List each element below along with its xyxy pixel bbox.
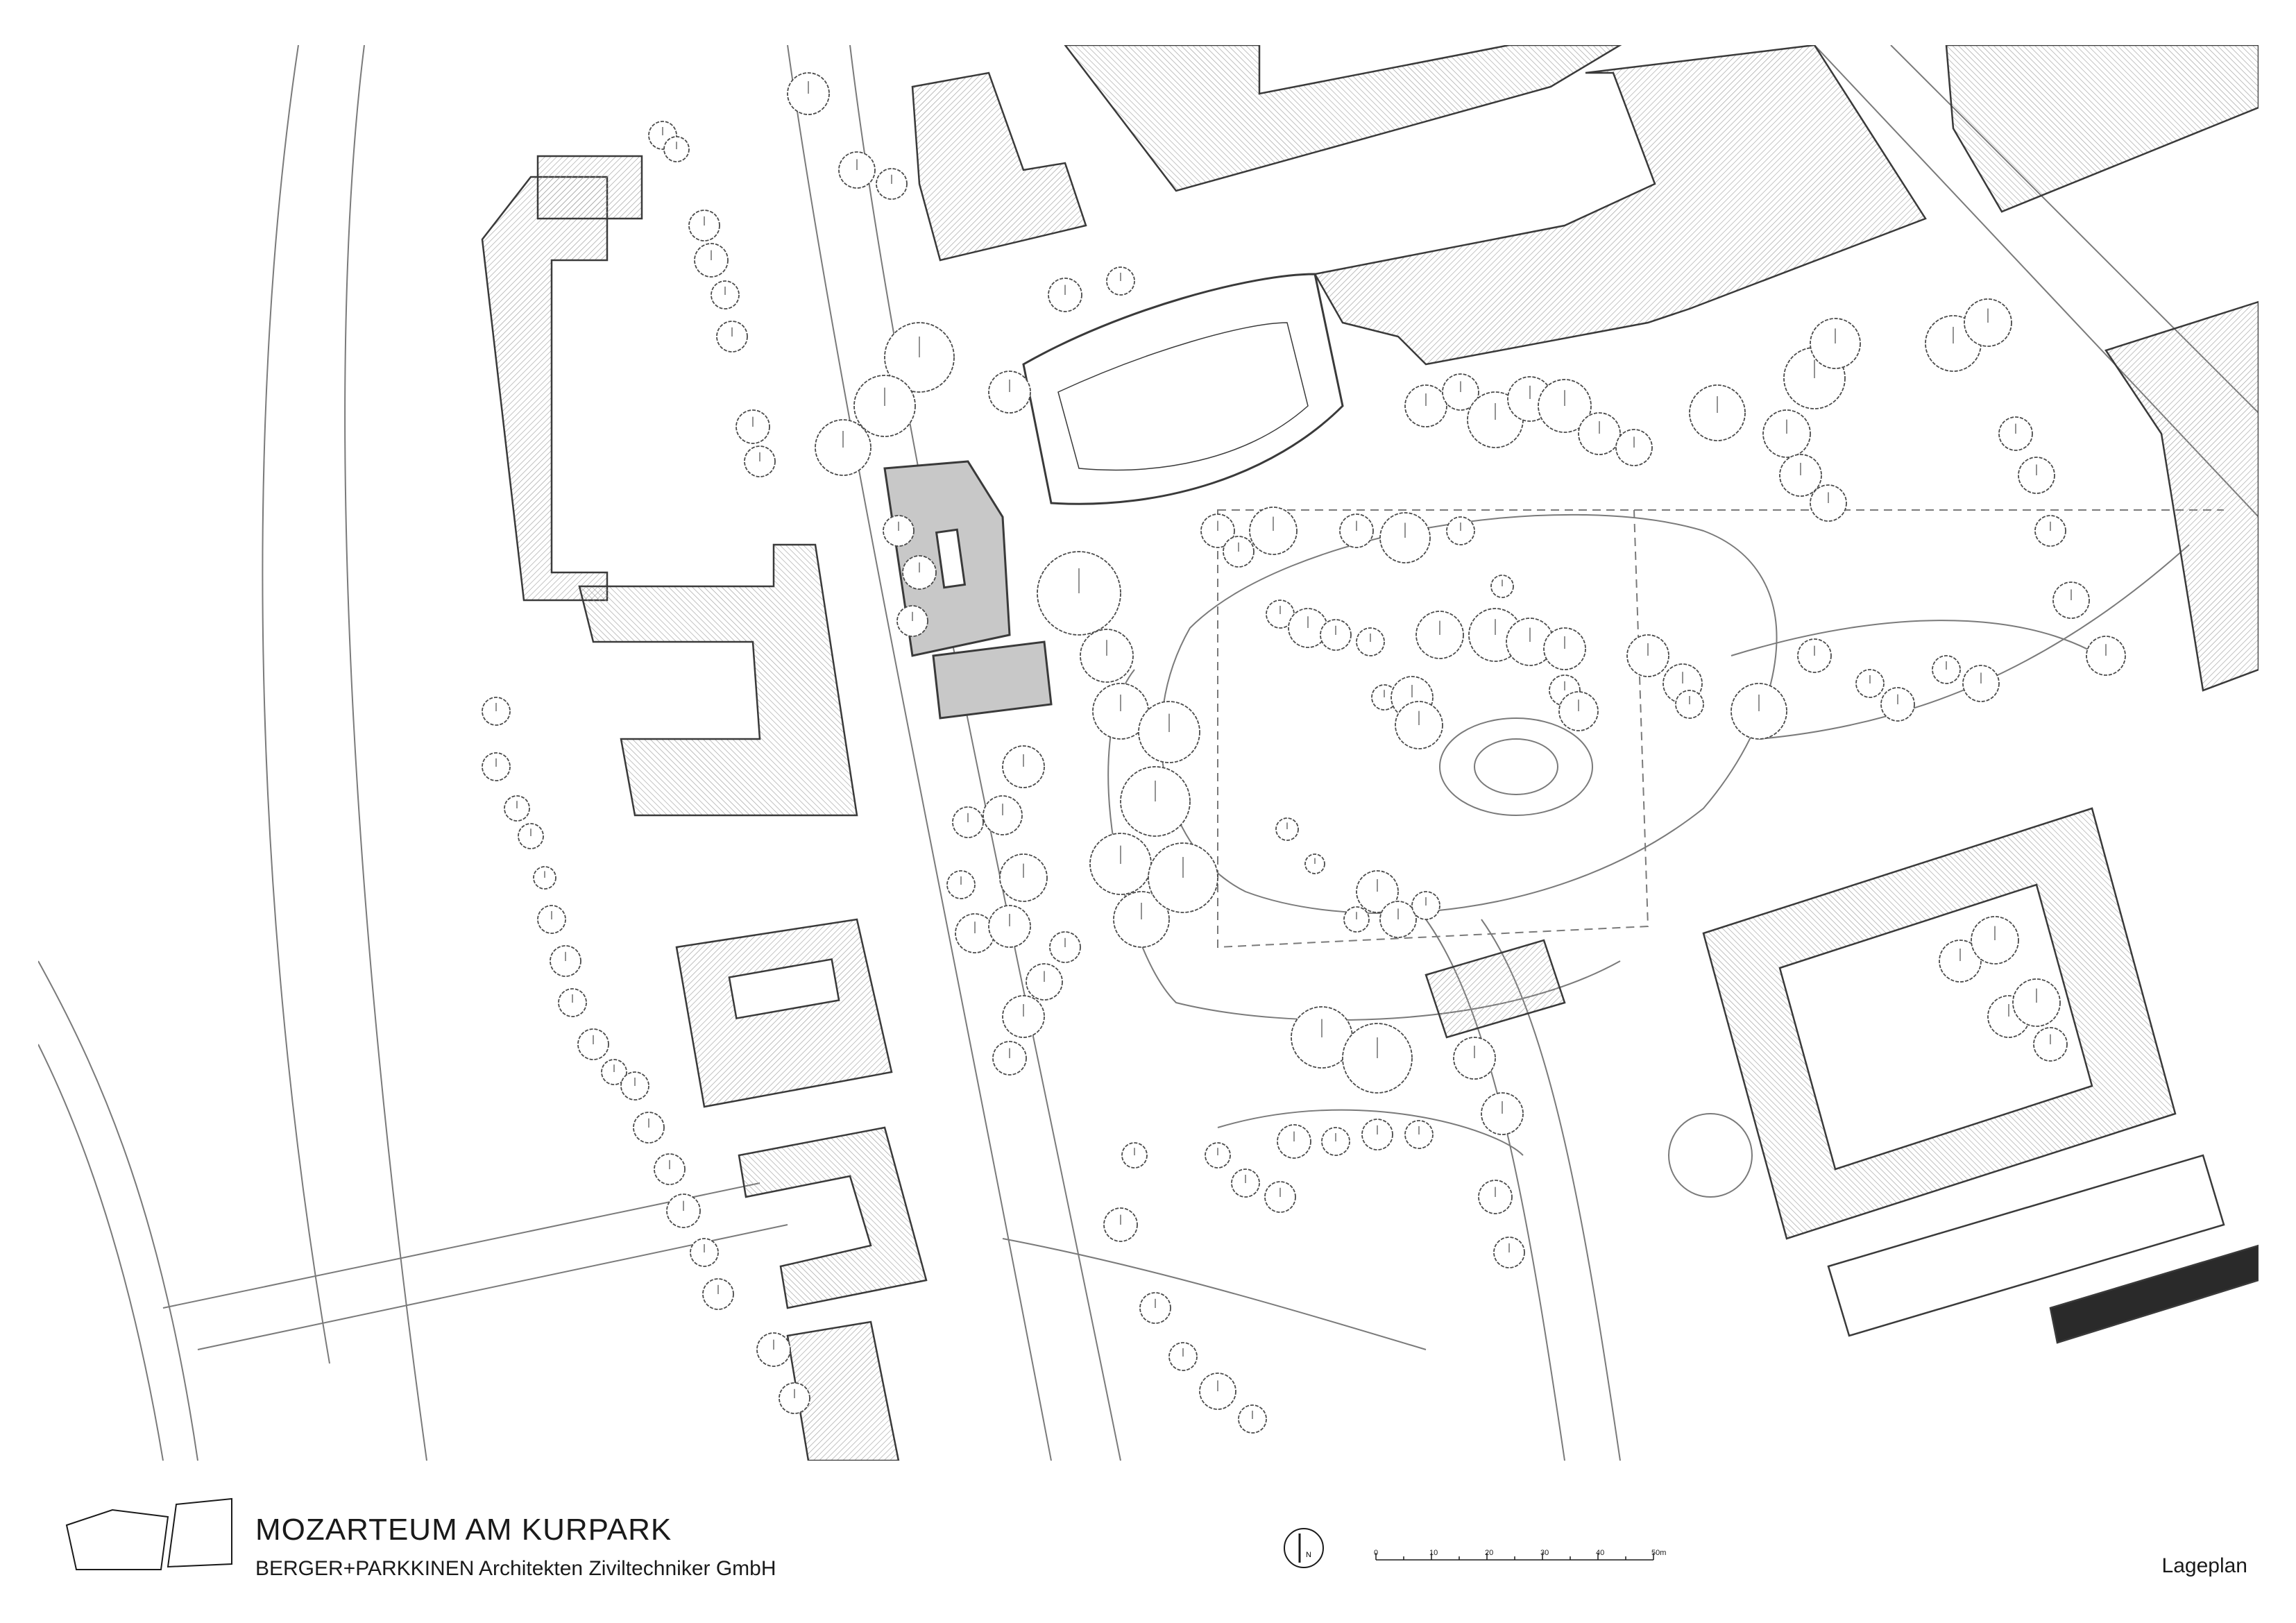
- north-letter: N: [1306, 1551, 1311, 1559]
- curved-building: [1022, 273, 1344, 505]
- scale-bar-label: 10: [1429, 1549, 1438, 1557]
- site-plan-drawing: [38, 45, 2259, 1461]
- north-arrow-icon: N: [1284, 1528, 1324, 1568]
- scale-bar-label: 0: [1374, 1549, 1379, 1557]
- scale-bar: [1375, 1553, 1654, 1561]
- project-title: MOZARTEUM AM KURPARK: [255, 1513, 672, 1547]
- building-outline-logo: [65, 1497, 232, 1570]
- architect-name: BERGER+PARKKINEN Architekten Ziviltechni…: [255, 1557, 776, 1580]
- scale-bar-label: 40: [1596, 1549, 1605, 1557]
- scale-bar-label: 20: [1485, 1549, 1494, 1557]
- mozarteum-new-building: [883, 460, 1053, 720]
- property-boundary: [1217, 509, 2224, 949]
- scale-bar-label: 50m: [1651, 1549, 1667, 1557]
- sheet-name: Lageplan: [2161, 1554, 2247, 1577]
- north-arrow: N: [1282, 1527, 1325, 1573]
- buildings: [481, 45, 2259, 1461]
- trees: [482, 72, 2126, 1434]
- scale-bar-label: 30: [1540, 1549, 1549, 1557]
